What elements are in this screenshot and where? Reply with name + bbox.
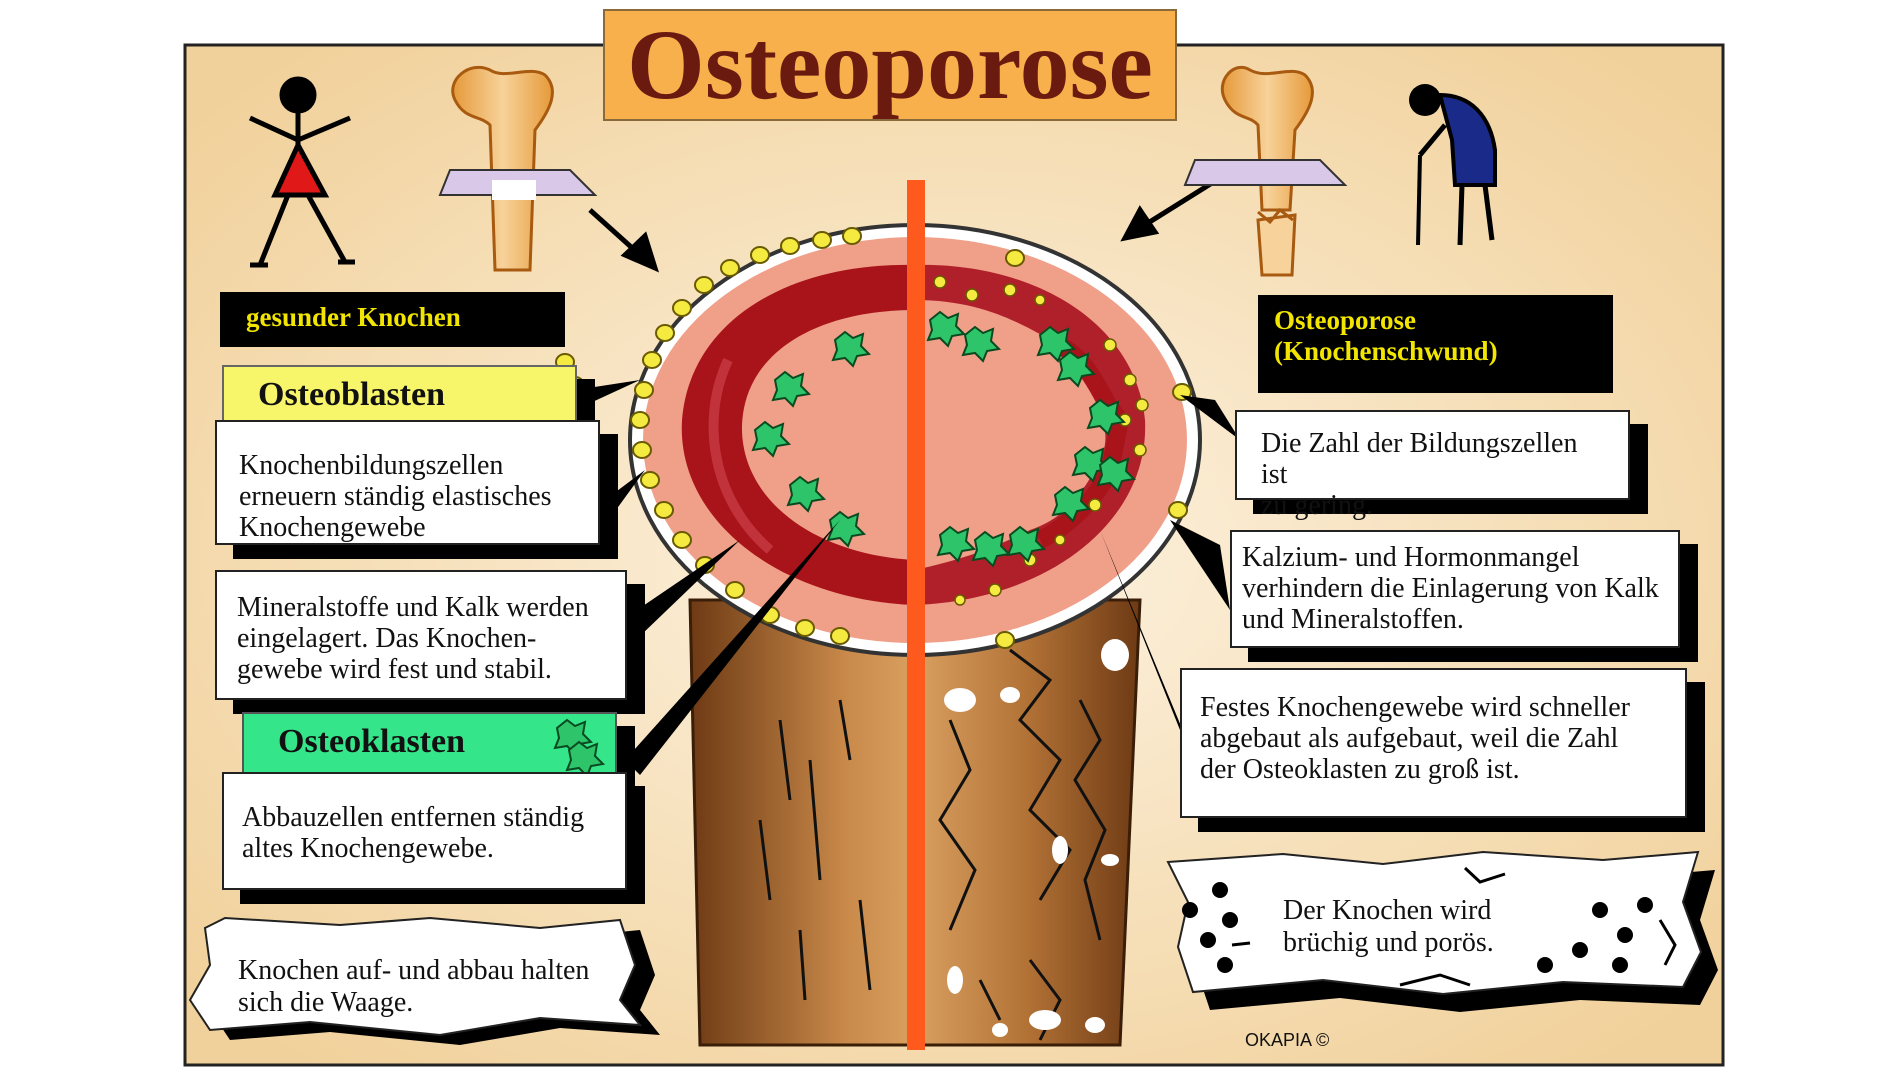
divider-line: [907, 180, 925, 1050]
healthy-femur-icon: [438, 65, 598, 272]
bildung-line-1: Die Zahl der Bildungszellen ist: [1261, 428, 1578, 490]
osteoblasten-line-3: Knochengewebe: [239, 512, 426, 543]
osteoclast-icon: [553, 718, 606, 774]
osteoporosis-label: Osteoporose (Knochenschwund): [1258, 295, 1613, 393]
elderly-person-figure: [1409, 84, 1497, 246]
brittle-line-1: Der Knochen wird: [1283, 895, 1492, 926]
bildungszellen-description: Die Zahl der Bildungszellen ist zu gerin…: [1235, 410, 1630, 521]
osteoporosis-label-line-2: (Knochenschwund): [1274, 336, 1498, 366]
osteoklasten-description: Abbauzellen entfernen ständig altes Knoc…: [222, 772, 627, 890]
festes-line-3: der Osteoklasten zu groß ist.: [1200, 754, 1520, 785]
festes-knochengewebe-description: Festes Knochengewebe wird schneller abge…: [1180, 668, 1687, 818]
mineral-line-1: Mineralstoffe und Kalk werden: [237, 592, 589, 623]
torn-notes: [188, 850, 1718, 1045]
osteoporosis-label-line-1: Osteoporose: [1274, 305, 1416, 335]
osteoklasten-line-1: Abbauzellen entfernen ständig: [242, 802, 585, 833]
osteoblasten-line-1: Knochenbildungszellen: [239, 450, 504, 481]
brittle-note: Der Knochen wird brüchig und porös.: [1283, 895, 1494, 959]
page-title: Osteoporose: [603, 9, 1177, 121]
osteoklasten-line-2: altes Knochengewebe.: [242, 833, 494, 864]
mineral-line-3: gewebe wird fest und stabil.: [237, 654, 552, 685]
copyright-credit: OKAPIA ©: [1245, 1030, 1330, 1050]
festes-line-1: Festes Knochengewebe wird schneller: [1200, 692, 1630, 723]
brittle-line-2: brüchig und porös.: [1283, 927, 1494, 958]
kalzium-description: Kalzium- und Hormonmangel verhindern die…: [1230, 530, 1680, 648]
osteoclast-cells: [751, 310, 1137, 568]
festes-line-2: abgebaut als aufgebaut, weil die Zahl: [1200, 723, 1619, 754]
kalzium-line-3: und Mineralstoffen.: [1242, 604, 1464, 635]
mineral-line-2: eingelagert. Das Knochen-: [237, 623, 537, 654]
healthy-person-figure: [248, 76, 355, 268]
osteoporotic-femur-icon: [1183, 65, 1348, 277]
osteoklasten-heading: Osteoklasten: [242, 712, 617, 774]
osteoblasten-line-2: erneuern ständig elastisches: [239, 481, 552, 512]
kalzium-line-2: verhindern die Einlagerung von Kalk: [1242, 573, 1659, 604]
mineral-description: Mineralstoffe und Kalk werden eingelager…: [215, 570, 627, 700]
osteoblasten-heading: Osteoblasten: [222, 365, 577, 427]
balance-note: Knochen auf- und abbau halten sich die W…: [238, 955, 589, 1019]
osteoblasten-description: Knochenbildungszellen erneuern ständig e…: [215, 420, 600, 545]
pointer-wedges: [575, 380, 1240, 775]
osteoklasten-heading-text: Osteoklasten: [278, 723, 465, 760]
balance-line-1: Knochen auf- und abbau halten: [238, 955, 590, 986]
bildung-line-2: zu gering.: [1261, 490, 1373, 521]
balance-line-2: sich die Waage.: [238, 987, 414, 1018]
kalzium-line-1: Kalzium- und Hormonmangel: [1242, 542, 1580, 573]
arrows: [588, 175, 1222, 273]
healthy-bone-label: gesunder Knochen: [220, 292, 565, 347]
